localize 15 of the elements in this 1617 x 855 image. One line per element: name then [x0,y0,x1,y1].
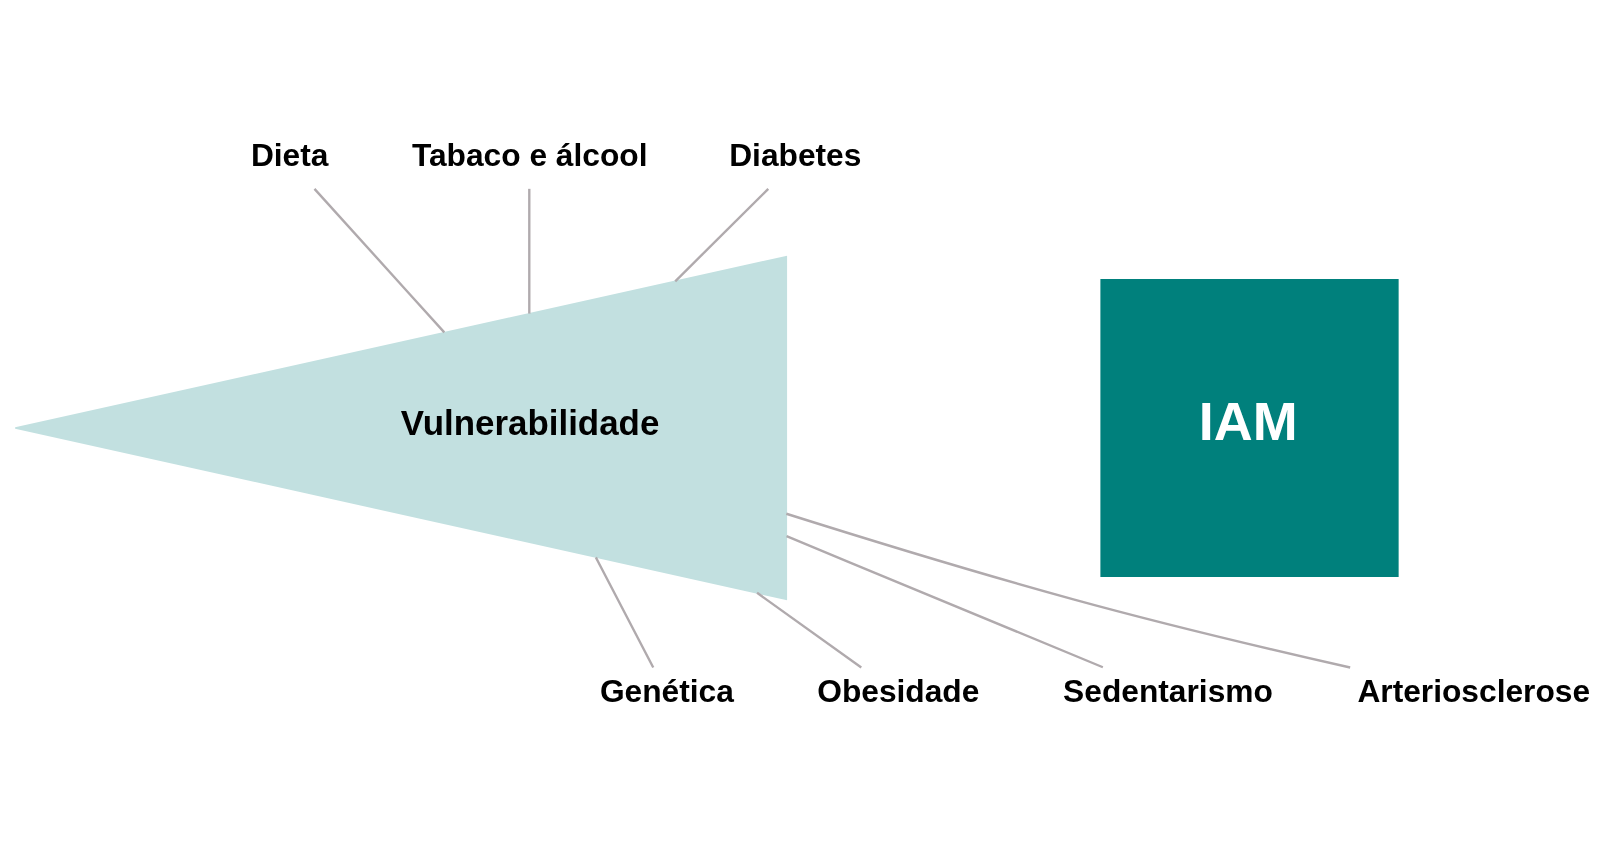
node-text: Diabetes [729,136,862,173]
node-text: Tabaco e álcool [411,136,648,173]
node-box: IAM [1100,278,1399,577]
connector [756,591,862,668]
node-text: Sedentarismo [1063,672,1273,709]
connector [674,187,770,282]
connector [594,556,655,668]
node-text: Dieta [250,136,329,173]
connector [528,188,531,314]
connector [313,187,446,333]
node-text: Genética [599,672,734,709]
node-text: Obesidade [817,672,980,709]
connector [786,534,1104,668]
node-text: Arteriosclerose [1357,672,1591,709]
connector [786,512,1351,669]
